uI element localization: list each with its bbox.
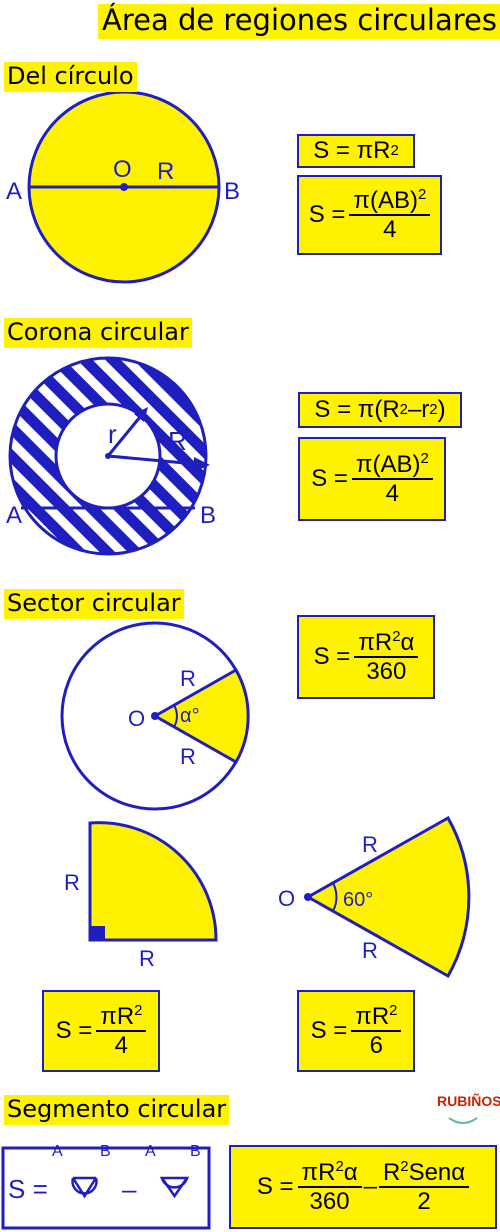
heading-segment: Segmento circular [4, 1095, 230, 1125]
svg-text:RUBIÑOS: RUBIÑOS [437, 1092, 500, 1109]
quarter-figure: R R [64, 821, 218, 971]
svg-text:A: A [145, 1143, 156, 1160]
label-a: A [6, 502, 22, 529]
label-r-big: R [168, 426, 187, 456]
sixty-sector-figure: O 60° R R [278, 815, 471, 979]
label-o: O [113, 156, 132, 183]
corona-figure: r R A B [6, 356, 216, 556]
heading-sector: Sector circular [4, 589, 184, 619]
heading-corona: Corona circular [4, 318, 192, 348]
label-b: B [200, 502, 216, 529]
label-alpha: α° [180, 705, 200, 727]
segment-visual-formula: A B A B S = – [1, 1143, 211, 1230]
triangle-segment-icon [159, 1176, 190, 1199]
sector-figure: O α° R R [60, 621, 250, 811]
label-o: O [128, 706, 145, 731]
svg-text:B: B [190, 1143, 201, 1160]
svg-text:B: B [100, 1143, 111, 1160]
label-r-lower: R [180, 744, 196, 769]
rubinos-logo: RUBIÑOS [437, 1092, 500, 1124]
label-r-upper: R [180, 666, 196, 691]
segment-minus: – [122, 1174, 137, 1204]
label-r-lower: R [362, 938, 378, 963]
circle-figure: A B O R [6, 90, 240, 284]
label-r-upper: R [362, 832, 378, 857]
label-b: B [224, 178, 240, 205]
segment-lhs: S = [8, 1174, 48, 1204]
label-o: O [278, 886, 295, 911]
label-r-side: R [64, 870, 80, 895]
svg-text:A: A [52, 1143, 63, 1160]
label-angle: 60° [343, 889, 373, 911]
label-a: A [6, 178, 22, 205]
page-title: Área de regiones circulares [98, 4, 500, 39]
label-r-base: R [139, 946, 155, 971]
circle-segment-icon [71, 1176, 98, 1199]
heading-circle: Del círculo [4, 62, 137, 92]
label-r: R [157, 158, 174, 185]
label-r-small: r [108, 419, 117, 449]
